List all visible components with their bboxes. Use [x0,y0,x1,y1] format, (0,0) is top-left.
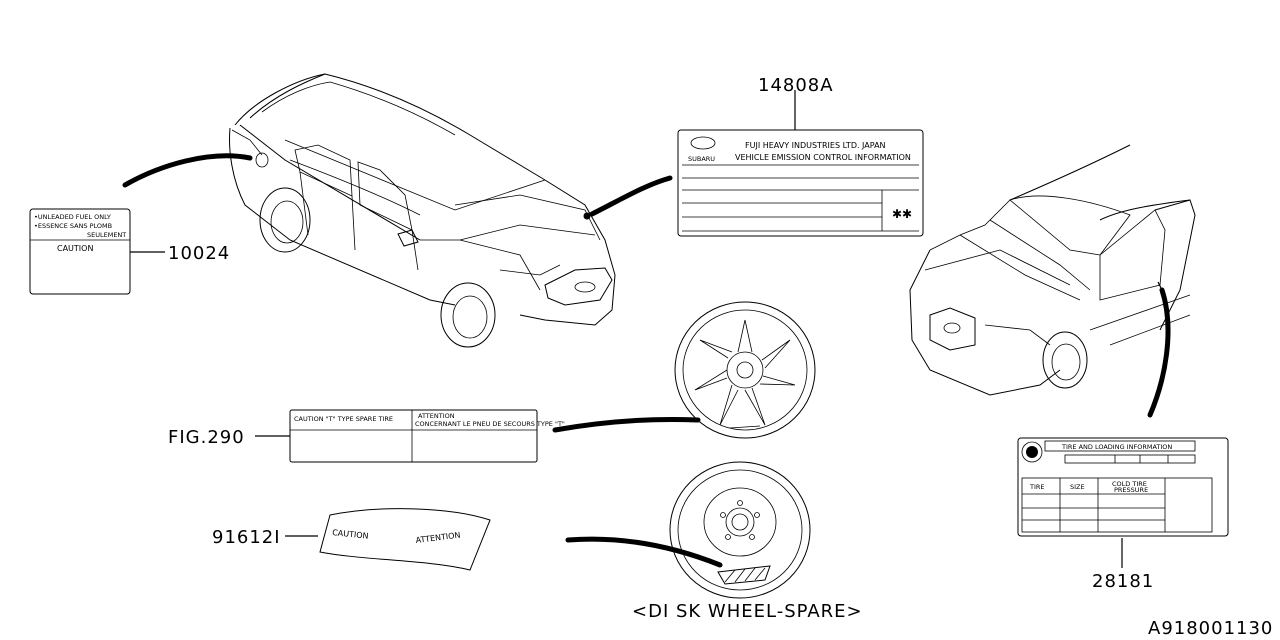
label-10024-line3: SEULEMENT [87,231,126,239]
part-number-91612i: 91612I [212,527,281,548]
label-10024-title: CAUTION [57,244,93,253]
disk-wheel-spare-illustration [669,461,811,599]
label-28181-col-pressure-1: COLD TIRE [1112,480,1147,488]
label-14808a: SUBARU FUJI HEAVY INDUSTRIES LTD. JAPAN … [677,129,924,237]
sedan-illustration [229,73,616,348]
label-fig290-left: CAUTION "T" TYPE SPARE TIRE [294,415,393,423]
label-10024-line2: •ESSENCE SANS PLOMB [34,222,112,230]
label-28181-col-pressure-2: PRESSURE [1114,486,1148,494]
label-91612i-left: CAUTION [332,528,369,541]
leader-lines [122,90,1171,568]
label-14808a-line1: FUJI HEAVY INDUSTRIES LTD. JAPAN [745,141,886,150]
label-28181: TIRE AND LOADING INFORMATION TIRE SIZE C… [1017,437,1229,537]
label-14808a-mark: ✱✱ [892,207,912,221]
label-fig290-right-2: CONCERNANT LE PNEU DE SECOURS TYPE "T" [415,420,565,428]
label-28181-col-tire: TIRE [1029,483,1045,491]
label-fig290: CAUTION "T" TYPE SPARE TIRE ATTENTION CO… [289,409,565,463]
label-28181-title: TIRE AND LOADING INFORMATION [1061,443,1172,451]
diagram-id: A918001130 [1148,618,1273,639]
label-10024-line1: •UNLEADED FUEL ONLY [34,213,111,221]
label-14808a-line2: VEHICLE EMISSION CONTROL INFORMATION [735,153,911,162]
part-number-fig290: FIG.290 [168,427,245,448]
part-number-28181: 28181 [1092,571,1154,592]
wagon-illustration [909,144,1196,396]
label-10024: •UNLEADED FUEL ONLY •ESSENCE SANS PLOMB … [29,208,131,295]
tire-icon [1021,441,1043,463]
label-28181-col-size: SIZE [1070,483,1085,491]
label-fig290-right-1: ATTENTION [418,412,455,420]
part-number-10024: 10024 [168,243,230,264]
alloy-wheel-illustration [674,301,816,439]
subaru-logo-icon [690,136,716,150]
label-14808a-brand: SUBARU [688,155,715,163]
part-number-14808a: 14808A [758,75,834,96]
label-91612i: CAUTION ATTENTION [319,508,491,571]
disk-wheel-spare-caption: <DI SK WHEEL-SPARE> [632,601,863,622]
